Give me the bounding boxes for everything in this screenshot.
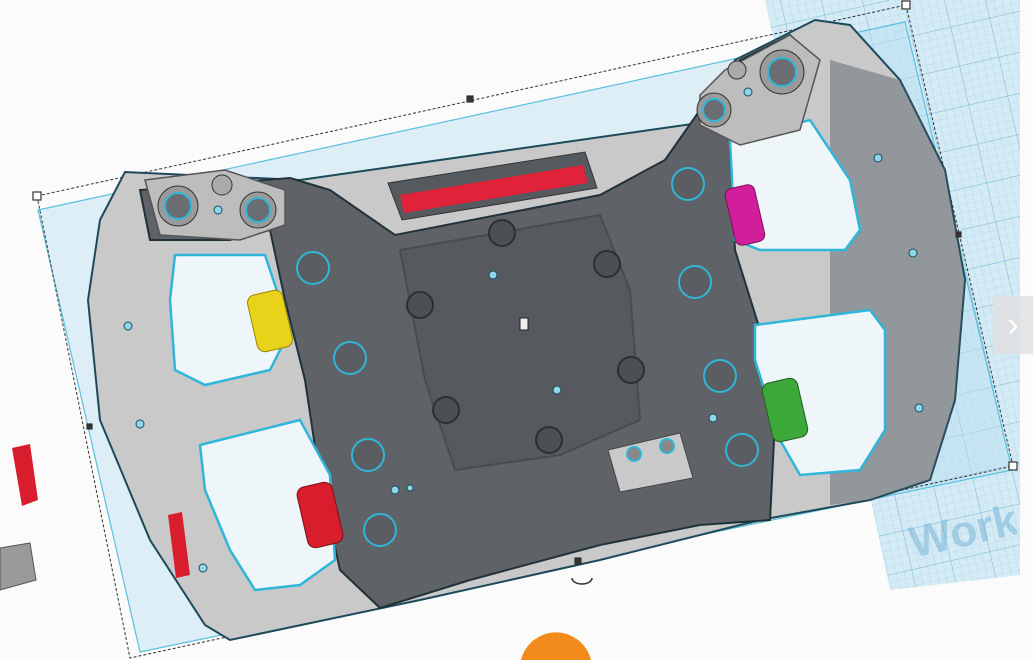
hub-left (144, 169, 286, 241)
small-holes (123, 87, 924, 573)
selection-handles[interactable] (32, 0, 1018, 565)
chevron-right-icon: › (1007, 306, 1019, 344)
orange-object (521, 632, 591, 660)
screw-bosses (406, 219, 645, 454)
knob-yellow (247, 289, 293, 353)
knobs (247, 184, 809, 549)
red-part (168, 512, 190, 578)
rotate-handle-icon[interactable] (571, 577, 593, 585)
other-objects[interactable] (0, 444, 591, 660)
steering-wheel-model[interactable] (86, 18, 967, 642)
knob-red (296, 481, 344, 549)
gray-block (0, 542, 37, 591)
red-part (12, 444, 38, 506)
button-holes (296, 167, 759, 547)
led-strip (387, 151, 598, 221)
knob-magenta (724, 184, 766, 246)
collapse-panel-button[interactable]: › (993, 296, 1033, 354)
knob-green (761, 377, 809, 443)
center-recess (398, 213, 642, 472)
center-marker (519, 317, 529, 331)
hub-right (696, 34, 821, 146)
